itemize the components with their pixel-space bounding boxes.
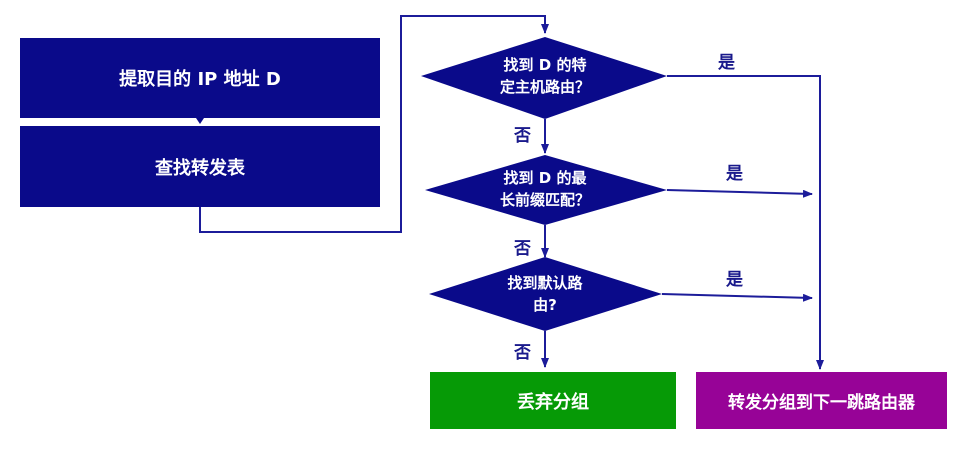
decision-host-route-shape (421, 37, 667, 119)
step-extract-address-label: 提取目的 IP 地址 D (119, 69, 281, 90)
decision-default-route-line2: 由? (533, 296, 557, 314)
decision-default-route-line1: 找到默认路 (507, 274, 583, 292)
label-no-3: 否 (514, 343, 531, 363)
connector-yes-1 (667, 75, 824, 370)
step-lookup-table-label: 查找转发表 (155, 157, 245, 179)
label-no-2: 否 (514, 239, 531, 259)
connector-lookup-to-decision1 (199, 15, 549, 233)
connector-yes-3 (661, 293, 813, 302)
decision-longest-prefix-line1: 找到 D 的最 (503, 169, 587, 187)
decision-host-route-line1: 找到 D 的特 (503, 56, 587, 74)
decision-longest-prefix: 找到 D 的最 长前缀匹配？ (470, 167, 620, 211)
outcome-discard-packet-label: 丢弃分组 (517, 391, 589, 413)
label-yes-2: 是 (726, 164, 743, 184)
step-lookup-table: 查找转发表 (20, 126, 380, 207)
decision-default-route: 找到默认路 由? (470, 272, 620, 316)
label-no-1: 否 (514, 126, 531, 146)
outcome-forward-packet-label: 转发分组到下一跳路由器 (728, 393, 915, 413)
label-yes-1: 是 (718, 53, 735, 73)
outcome-discard-packet: 丢弃分组 (430, 372, 676, 429)
outcome-forward-packet: 转发分组到下一跳路由器 (696, 372, 947, 429)
step-extract-address: 提取目的 IP 地址 D (20, 38, 380, 118)
decision-longest-prefix-line2: 长前缀匹配？ (499, 191, 590, 209)
step-divider-notch (196, 118, 204, 124)
decision-host-route-line2: 定主机路由？ (499, 78, 590, 96)
connector-yes-2 (666, 189, 813, 198)
decision-host-route: 找到 D 的特 定主机路由？ (470, 54, 620, 98)
decision-default-route-shape (429, 257, 662, 331)
label-yes-3: 是 (726, 270, 743, 290)
decision-longest-prefix-shape (425, 155, 667, 225)
